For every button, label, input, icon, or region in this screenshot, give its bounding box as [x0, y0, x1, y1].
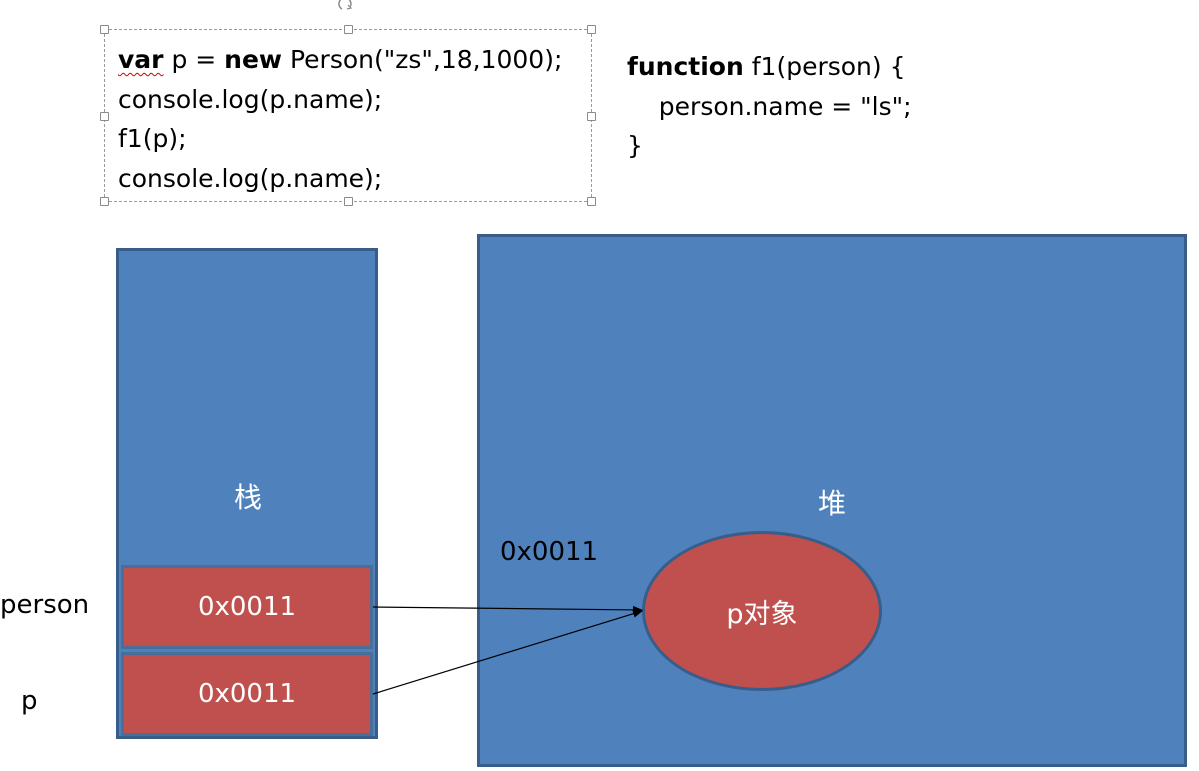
stack-cell-person-value: 0x0011 [197, 592, 297, 622]
code-line-3: f1(p); [118, 124, 187, 153]
resize-handle-bottom-center[interactable] [344, 197, 353, 206]
label-p: p [21, 686, 38, 716]
code-line-1: var p = new Person("zs",18,1000); [118, 45, 563, 74]
heap-object-ellipse: p对象 [642, 531, 882, 691]
resize-handle-top-left[interactable] [100, 25, 109, 34]
heap-label: 堆 [817, 487, 846, 520]
rotate-handle-icon[interactable] [338, 0, 354, 10]
resize-handle-bottom-left[interactable] [100, 197, 109, 206]
heap-address-label: 0x0011 [500, 537, 599, 567]
keyword-new: new [224, 45, 283, 74]
stack-cell-p: 0x0011 [121, 652, 373, 736]
keyword-function: function [627, 52, 744, 81]
keyword-var: var [118, 45, 164, 74]
function-signature-line: function f1(person) { [627, 52, 906, 81]
code-textbox-selection[interactable] [100, 25, 596, 206]
code-line-2: console.log(p.name); [118, 84, 383, 114]
heap-object-label: p对象 [726, 598, 798, 630]
code-line-4: console.log(p.name); [118, 163, 383, 193]
resize-handle-top-center[interactable] [344, 25, 353, 34]
resize-handle-top-right[interactable] [587, 25, 596, 34]
resize-handle-middle-right[interactable] [587, 112, 596, 121]
code-lines: var p = new Person("zs",18,1000); consol… [118, 40, 562, 198]
resize-handle-bottom-right[interactable] [587, 197, 596, 206]
stack-cell-p-value: 0x0011 [197, 679, 297, 709]
function-close-brace: } [627, 131, 643, 160]
function-body-line: person.name = "ls"; [627, 91, 912, 121]
resize-handle-middle-left[interactable] [100, 112, 109, 121]
stack-cell-person: 0x0011 [121, 565, 373, 649]
stack-label: 栈 [233, 481, 262, 514]
function-definition: function f1(person) { person.name = "ls"… [627, 47, 912, 166]
label-person: person [0, 590, 90, 620]
